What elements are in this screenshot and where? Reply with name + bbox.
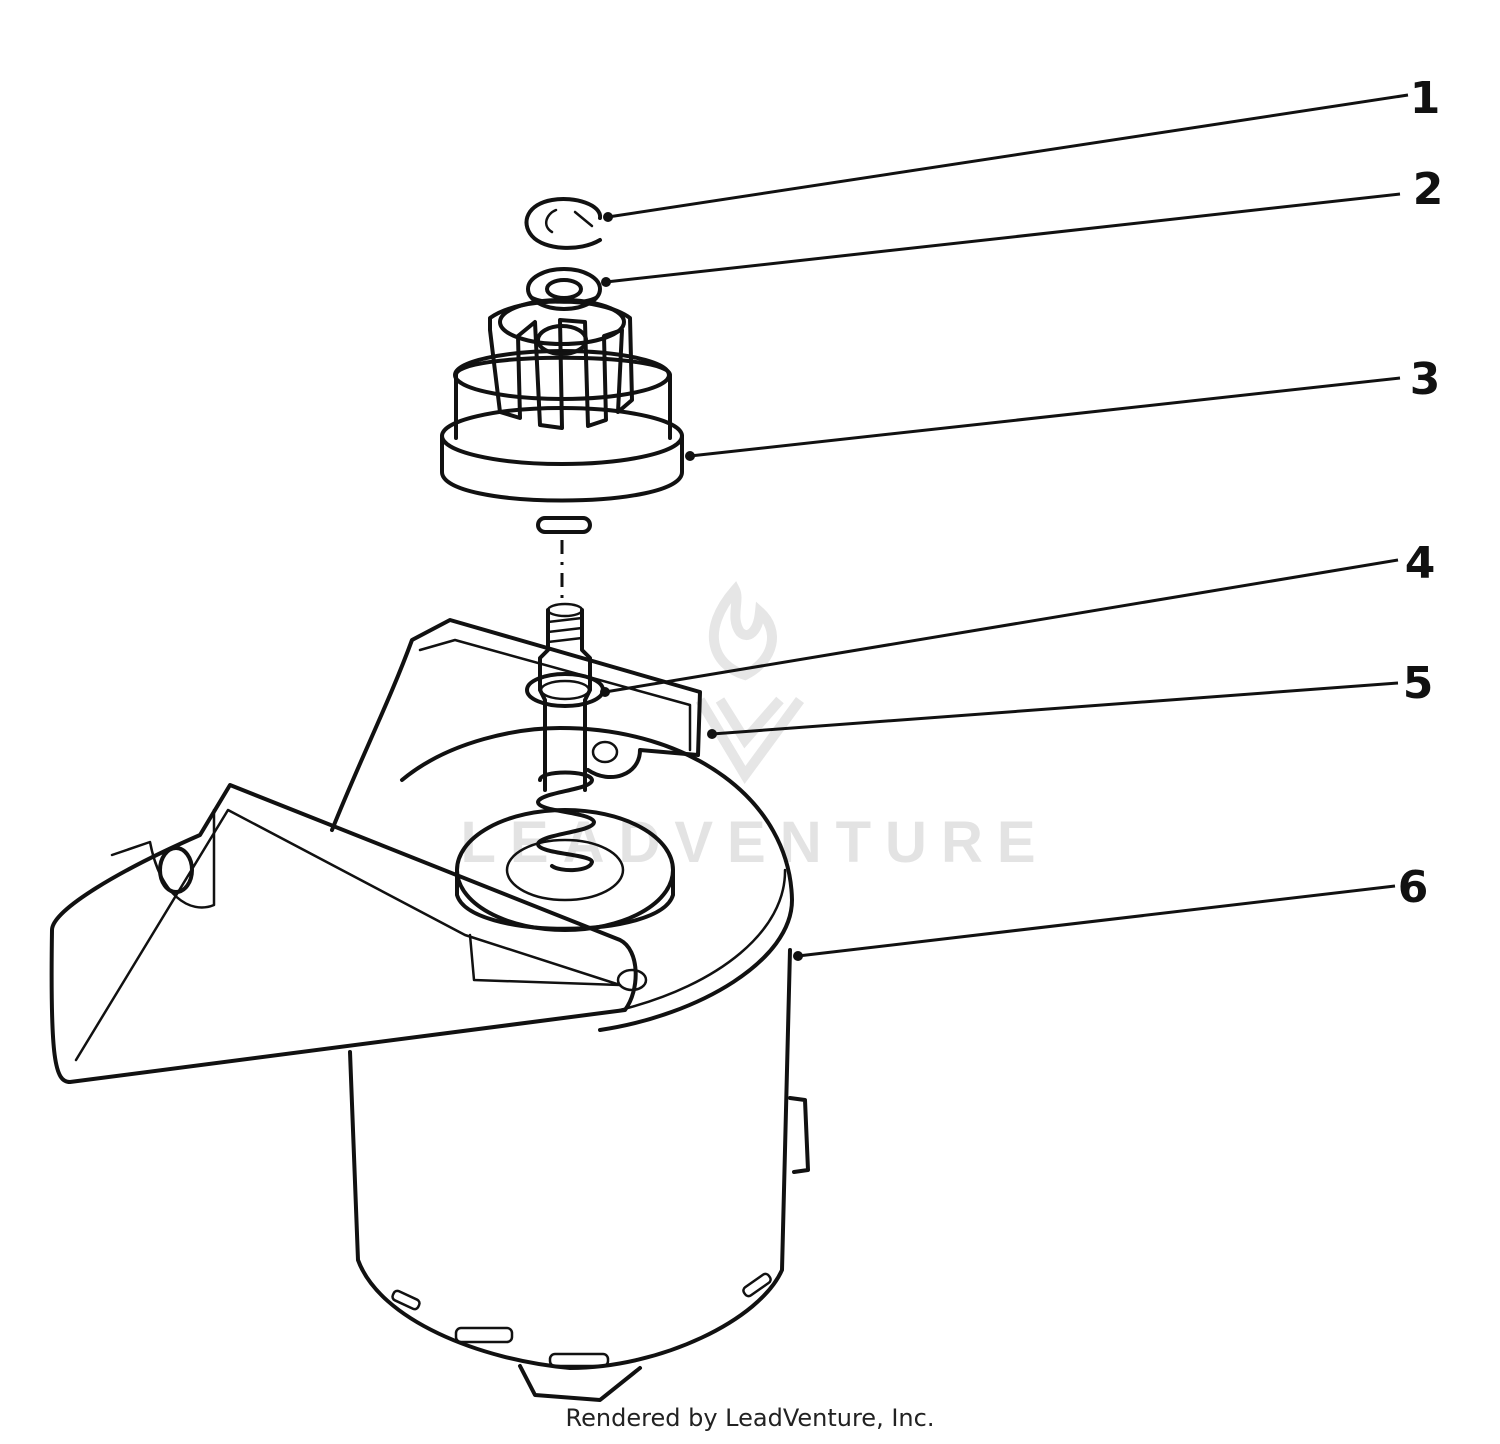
callout-2-label: 2	[1413, 164, 1444, 215]
callout-3-label: 3	[1410, 354, 1441, 405]
callout-5: 5	[707, 658, 1433, 739]
part-3-drive-gear	[440, 298, 684, 534]
part-4-armature-shaft	[536, 602, 596, 873]
callout-6: 6	[793, 862, 1428, 961]
part-6-starter-motor	[49, 618, 810, 1402]
watermark-flame-logo	[695, 581, 805, 785]
callout-1: 1	[603, 73, 1440, 222]
callout-5-label: 5	[1403, 658, 1434, 709]
callouts: 1 2 3 4 5 6	[600, 73, 1443, 961]
watermark: LEADVENTURE	[460, 581, 1049, 875]
part-1-e-ring	[524, 197, 602, 250]
callout-2: 2	[601, 164, 1443, 287]
watermark-text: LEADVENTURE	[460, 810, 1049, 875]
callout-3: 3	[685, 354, 1440, 461]
callout-1-label: 1	[1410, 73, 1441, 124]
callout-6-label: 6	[1398, 862, 1429, 913]
callout-4-label: 4	[1405, 538, 1436, 589]
callout-4: 4	[600, 538, 1435, 697]
render-credit-footer: Rendered by LeadVenture, Inc.	[565, 1404, 935, 1432]
